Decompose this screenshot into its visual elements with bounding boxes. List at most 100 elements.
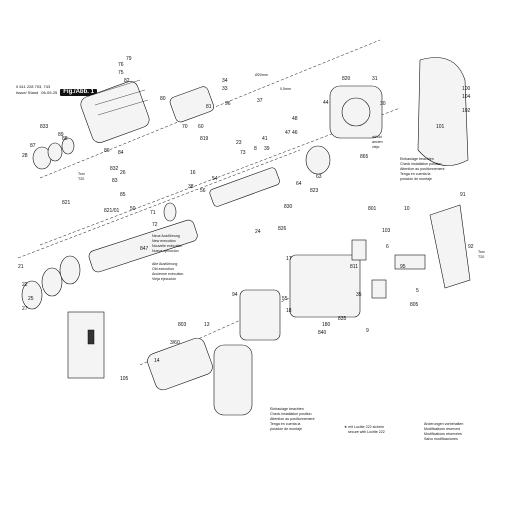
torx-2-line-1: Torx [478, 250, 485, 254]
part-label: 91 [460, 192, 466, 198]
document-number: 0 611 228 703, 743 [16, 84, 51, 89]
rights-line-1: Änderungen vorbehalten [424, 422, 463, 426]
part-label: 5 [416, 288, 419, 294]
part-label: 823 [310, 188, 319, 194]
part-label: 47 [285, 130, 291, 136]
rights-line-4: Salvo modificaciones [424, 437, 458, 441]
part-label: 27 [22, 306, 28, 312]
part-label: 63 [316, 174, 322, 180]
check-install-note-2-line-1: Einbaulage beachten [270, 407, 304, 411]
part-label: 88 [62, 136, 68, 142]
part-label: 180 [322, 322, 331, 328]
part-label: 803 [178, 322, 187, 328]
part-label: 17 [286, 256, 292, 262]
handle-housing [417, 57, 471, 289]
part-label: 48 [292, 116, 298, 122]
part-label: 821/01 [104, 208, 120, 214]
torx-1-line-1: Torx [78, 172, 85, 176]
part-label: 30 [380, 101, 386, 107]
guide-line-upper [39, 39, 381, 179]
issue-label: Issue/ Stand [16, 90, 39, 95]
part-label: 23 [236, 140, 242, 146]
scale-part-label: 37 [257, 98, 263, 104]
part-label: 55 [282, 296, 288, 302]
new-exec-line-4: Nueva ejecución [152, 249, 179, 253]
new-exec-line-2: New execution [152, 239, 176, 243]
part-label: 41 [262, 136, 268, 142]
part-label: 100 [462, 86, 471, 92]
part-label: 102 [462, 108, 471, 114]
new-exec-line-3: Nouvelle exécution [152, 244, 182, 248]
part-label: 94 [232, 292, 238, 298]
part-label: 832 [110, 166, 119, 172]
part-label: 50 [130, 206, 136, 212]
gear-stack [21, 255, 81, 310]
part-label: 25 [28, 296, 34, 302]
part-label: 81 [206, 104, 212, 110]
document-header: 0 611 228 703, 743 Issue/ Stand 06-09-25… [16, 84, 97, 96]
part-label: 92 [468, 244, 474, 250]
part-label: 76 [118, 62, 124, 68]
part-label: 72 [152, 222, 158, 228]
check-install-note-1-line-1: Einbaulage beachten [400, 157, 434, 161]
diameter-label: Ø20mm [255, 73, 268, 77]
grease-line-2: ancien [372, 140, 383, 144]
part-label: 14 [154, 358, 160, 364]
part-label: 811 [350, 264, 358, 270]
part-label: 840 [318, 330, 327, 336]
part-label: 71 [150, 210, 156, 216]
gear-housing [80, 79, 150, 143]
part-label: 22 [22, 282, 28, 288]
part-label: 865 [360, 154, 369, 160]
old-exec-line-4: Vieja ejecución [152, 277, 176, 281]
switch-module [67, 311, 105, 379]
part-label: 39 [264, 146, 270, 152]
part-label: 84 [118, 150, 124, 156]
part-label: 801 [368, 206, 377, 212]
motor-assembly [147, 254, 361, 416]
part-label: 82 [124, 78, 130, 84]
loctite-line-1: ★ mit Loctite 222 sichern [344, 425, 384, 429]
part-label: 847 [140, 246, 149, 252]
spindle-assembly [88, 145, 331, 273]
check-install-note-2-line-5: posición de montaje [270, 427, 302, 431]
part-label: 86 [104, 148, 110, 154]
part-label: 103 [382, 228, 391, 234]
check-install-note-1-line-3: Attention au positionnement [400, 167, 445, 171]
torx-1-line-2: T20 [78, 177, 84, 181]
part-label: 85 [120, 192, 126, 198]
part-label: 105 [120, 376, 129, 382]
guide-line-lower [17, 149, 301, 259]
part-label: 35 [356, 292, 362, 298]
part-label: 87 [30, 143, 36, 149]
part-label: 33 [222, 86, 228, 92]
part-label: 60 [198, 124, 204, 130]
part-label: 24 [255, 229, 261, 235]
old-exec-line-2: Old execution [152, 267, 174, 271]
part-label: 16 [190, 170, 196, 176]
part-label: 83 [112, 178, 118, 184]
part-label: 80 [160, 96, 166, 102]
part-label: 3/60 [170, 340, 180, 346]
part-label: 56 [200, 188, 206, 194]
new-exec-line-1: Neue Ausführung [152, 234, 180, 238]
part-label: 26 [120, 170, 126, 176]
part-number-labels: 833 89 88 87 28 86 84 832 83 85 26 79 76… [18, 56, 474, 382]
thickness-label: 0,5mm [280, 87, 291, 91]
loctite-line-2: secure with Loctite 222 [348, 430, 385, 434]
part-label: 826 [278, 226, 287, 232]
brush-holder-parts [351, 239, 426, 299]
check-install-note-2-line-4: Tenga en cuenta la [270, 422, 300, 426]
part-label: 821 [62, 200, 71, 206]
part-label: 101 [436, 124, 445, 130]
old-exec-line-1: Alte Ausführung [152, 262, 177, 266]
part-label: 44 [323, 100, 329, 106]
torx-2-line-2: T20 [478, 255, 484, 259]
part-label: 34 [222, 78, 228, 84]
part-label: 64 [296, 181, 302, 187]
part-label: 21 [18, 264, 24, 270]
part-label: 28 [22, 153, 28, 159]
rights-line-3: Modifications réservées [424, 432, 462, 436]
